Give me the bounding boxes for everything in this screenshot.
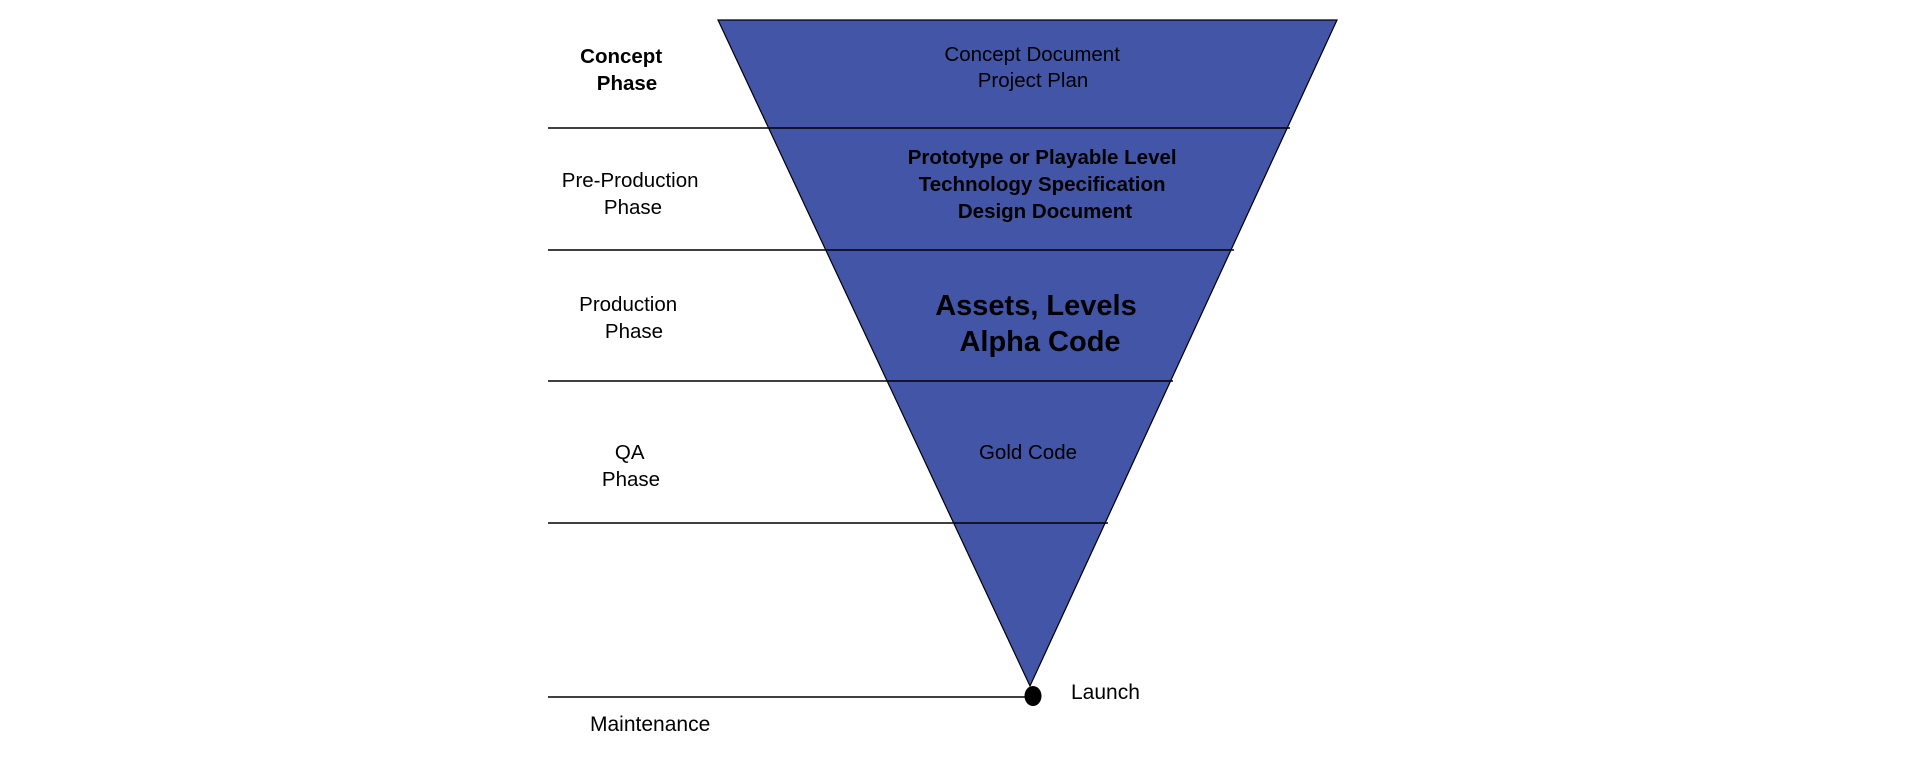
phase-label-line: Concept	[580, 45, 662, 68]
deliverables-concept: Concept Document Project Plan	[944, 43, 1125, 92]
deliverable-item: Gold Code	[979, 441, 1077, 464]
launch-point	[1024, 686, 1042, 706]
deliverable-item: Concept Document	[944, 43, 1120, 66]
funnel-triangle	[717, 19, 1338, 688]
deliverable-item: Project Plan	[978, 69, 1089, 92]
deliverable-item: Prototype or Playable Level	[908, 146, 1177, 169]
phase-label-concept: Concept Phase	[580, 45, 668, 95]
deliverable-item: Technology Specification	[919, 173, 1166, 196]
deliverable-item: Design Document	[958, 200, 1132, 223]
deliverables-preproduction: Prototype or Playable Level Technology S…	[908, 146, 1183, 223]
phase-label-line: Pre-Production	[562, 169, 699, 192]
launch-label: Launch	[1071, 681, 1140, 704]
deliverables-qa: Gold Code	[979, 441, 1077, 464]
phase-label-line: Phase	[604, 196, 662, 219]
phase-label-production: Production Phase	[579, 293, 683, 343]
maintenance-label: Maintenance	[590, 713, 710, 736]
phase-label-preproduction: Pre-Production Phase	[562, 169, 704, 219]
phase-label-qa: QA Phase	[602, 441, 660, 491]
deliverable-item: Assets, Levels	[935, 290, 1137, 322]
deliverable-item: Alpha Code	[959, 326, 1120, 358]
phase-label-line: Phase	[602, 468, 660, 491]
deliverables-production: Assets, Levels Alpha Code	[935, 290, 1145, 358]
phase-label-line: QA	[615, 441, 645, 464]
phase-label-line: Phase	[605, 320, 663, 343]
phase-label-line: Phase	[597, 72, 657, 95]
phase-label-line: Production	[579, 293, 677, 316]
